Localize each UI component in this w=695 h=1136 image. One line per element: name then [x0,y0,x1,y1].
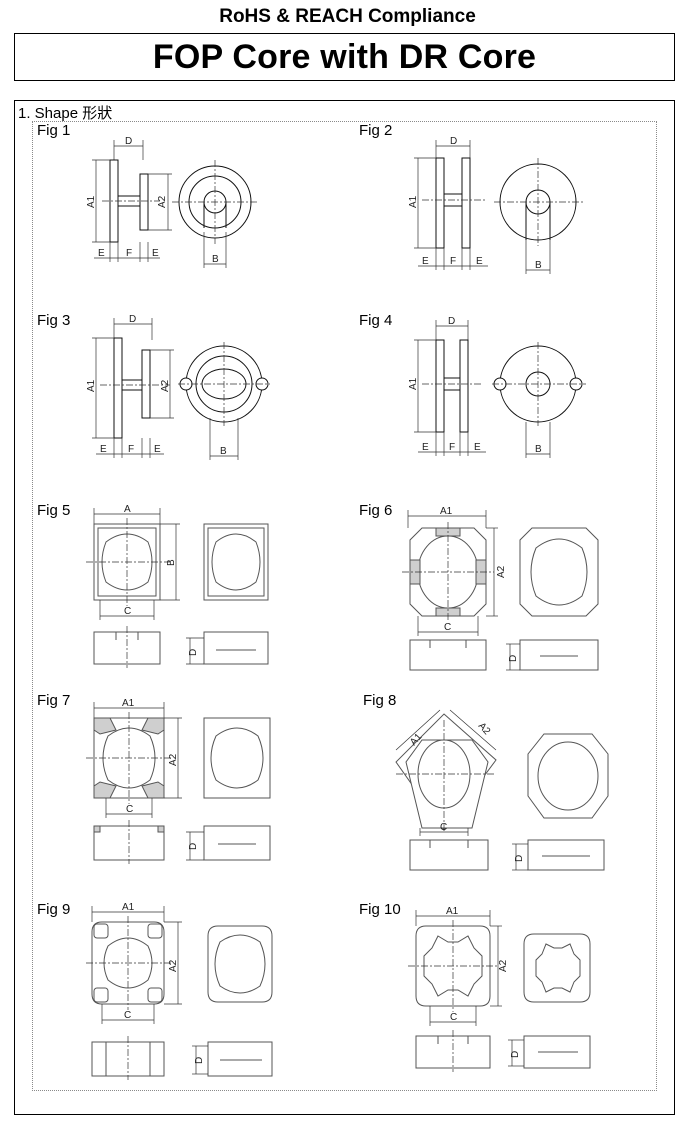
fig-9-drawing: A1 A2 C D [86,902,273,1080]
dim-b: B [535,444,542,455]
fig-4-drawing: D A1 E F E B [408,316,586,458]
fig-5-drawing: A B C D [86,504,269,668]
dim-e-right: E [152,248,159,259]
fig-3-label: Fig 3 [37,312,71,329]
dim-c: C [444,622,451,633]
dim-c: C [124,1010,131,1021]
dim-e-left: E [422,442,429,453]
dim-a1: A1 [86,379,97,392]
dim-e-left: E [100,444,107,455]
dim-d: D [448,316,455,327]
dim-d: D [125,136,132,147]
dim-f: F [128,444,134,455]
fig-7-label: Fig 7 [37,692,71,709]
dim-e-right: E [474,442,481,453]
dim-d: D [450,136,457,147]
title-box: FOP Core with DR Core [14,33,675,81]
figure-area [32,121,657,1091]
dim-b: B [220,446,227,457]
dim-a2: A2 [496,565,507,578]
dim-d: D [510,1051,521,1058]
fig-8-drawing: A1 A2 C D [395,709,609,871]
fig-4-label: Fig 4 [359,312,393,329]
fig-10-drawing: A1 A2 C D [408,906,591,1072]
fig-7-drawing: A1 A2 C D [86,698,271,864]
dim-d: D [514,855,525,862]
dim-a2: A2 [168,959,179,972]
dim-a2: A2 [498,959,509,972]
dim-a1: A1 [122,902,135,913]
dim-e-left: E [98,248,105,259]
fig-6-drawing: A1 A2 C D [402,506,599,671]
fig-2-label: Fig 2 [359,122,393,139]
dim-c: C [450,1012,457,1023]
fig-8-label: Fig 8 [363,692,397,709]
dim-c: C [126,804,133,815]
dim-a1: A1 [446,906,459,917]
fig-10-label: Fig 10 [359,901,401,918]
dim-d: D [188,649,199,656]
fig-9-label: Fig 9 [37,901,71,918]
fig-6-label: Fig 6 [359,502,393,519]
dim-b: B [212,254,219,265]
dim-a2: A2 [160,379,171,392]
dim-d: D [508,655,519,662]
dim-e-right: E [476,256,483,267]
dim-a1: A1 [408,377,419,390]
dim-a: A [124,504,131,515]
shape-section [14,100,675,1115]
page-title: FOP Core with DR Core [152,37,537,76]
dim-a1: A1 [86,195,97,208]
dim-e-left: E [422,256,429,267]
dim-d: D [129,314,136,325]
dim-d: D [194,1057,205,1064]
compliance-heading: RoHS & REACH Compliance [219,6,476,27]
fig-1-drawing: D A1 A2 E F E B [86,136,258,268]
dim-a2: A2 [157,195,168,208]
dim-b: B [535,260,542,271]
fig-2-drawing: D A1 E F E B [408,136,584,274]
section-label: 1. Shape 形狀 [18,105,113,122]
dim-d: D [188,843,199,850]
dim-f: F [449,442,455,453]
dim-f: F [450,256,456,267]
fig-3-drawing: D A1 A2 E F E B [86,314,270,460]
dim-f: F [126,248,132,259]
dim-b: B [166,559,177,566]
dim-c: C [124,606,131,617]
fig-5-label: Fig 5 [37,502,71,519]
dim-e-right: E [154,444,161,455]
dim-a1: A1 [408,195,419,208]
dim-a1: A1 [122,698,135,709]
dim-c: C [440,822,447,833]
dim-a1: A1 [440,506,453,517]
fig-1-label: Fig 1 [37,122,71,139]
dim-a2: A2 [168,753,179,766]
